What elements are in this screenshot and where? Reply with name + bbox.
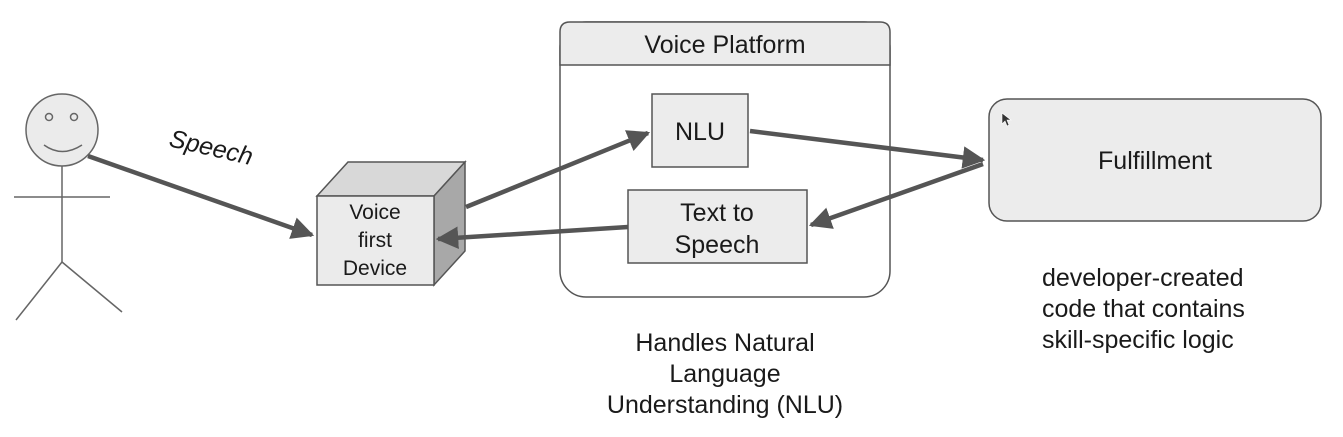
voice-first-device: Voice first Device (315, 160, 467, 287)
fulfillment-caption: developer-created code that contains ski… (1042, 263, 1245, 356)
tts-to-device-arrow (435, 224, 629, 249)
nlu-caption-line-3: Understanding (NLU) (606, 391, 844, 419)
fulfillment-caption-line-3: skill-specific logic (1042, 326, 1234, 354)
device-to-nlu-arrow (465, 130, 651, 210)
fulfillment-node: Fulfillment (988, 98, 1322, 222)
user-left-leg (15, 261, 63, 321)
user-right-leg (61, 261, 123, 313)
user-stick-figure (14, 93, 123, 321)
fulfillment-to-tts-arrow (808, 161, 984, 229)
speech-arrow (87, 153, 315, 239)
device-label-line-2: first (358, 229, 392, 252)
nlu-caption-line-2: Language (669, 360, 781, 388)
voice-platform-title: Voice Platform (644, 31, 805, 59)
device-label-line-1: Voice (349, 201, 400, 224)
tts-label-line-1: Text to (680, 199, 754, 227)
nlu-caption: Handles Natural Language Understanding (… (560, 328, 890, 421)
mouse-cursor-icon (1001, 112, 1012, 127)
user-smile (43, 144, 83, 153)
fulfillment-box (988, 98, 1322, 222)
nlu-to-fulfillment-arrow (749, 128, 986, 169)
tts-box (627, 189, 808, 264)
fulfillment-label: Fulfillment (1098, 147, 1212, 175)
speech-label: Speech (167, 125, 256, 171)
nlu-box (651, 93, 749, 168)
voice-platform-header (559, 21, 891, 66)
device-front-face (316, 195, 435, 286)
tts-label-line-2: Speech (675, 231, 760, 259)
fulfillment-caption-line-2: code that contains (1042, 295, 1245, 323)
nlu-label: NLU (675, 118, 725, 146)
voice-platform-container: Voice Platform NLU Text to Speech (559, 21, 891, 298)
device-label-line-3: Device (343, 257, 407, 280)
user-head (25, 93, 99, 167)
fulfillment-caption-line-1: developer-created (1042, 264, 1244, 292)
user-left-eye (44, 112, 54, 122)
nlu-caption-line-1: Handles Natural (635, 329, 815, 357)
user-right-eye (69, 112, 79, 122)
